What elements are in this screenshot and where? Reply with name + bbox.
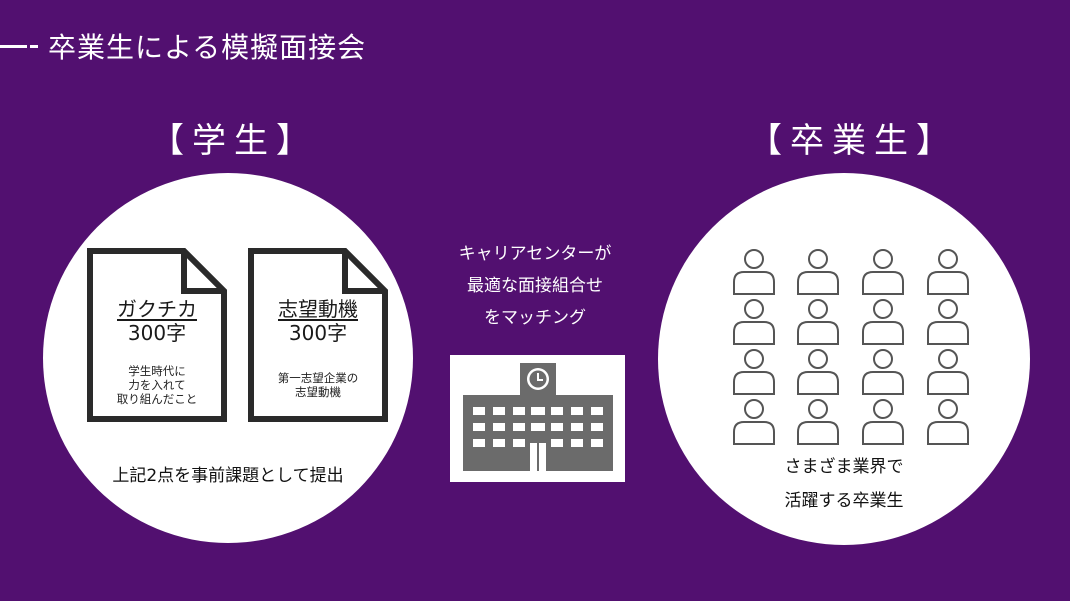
person-icon (733, 299, 775, 345)
document-description: 第一志望企業の 志望動機 (277, 371, 359, 399)
document-description: 学生時代に 力を入れて 取り組んだこと (116, 364, 198, 406)
title-dash-short (30, 45, 38, 48)
person-icon (797, 349, 839, 395)
person-icon (927, 349, 969, 395)
person-icon (862, 349, 904, 395)
person-icon (797, 399, 839, 445)
person-icon (927, 299, 969, 345)
document-icon (87, 248, 227, 422)
document-title: ガクチカ (117, 297, 197, 321)
person-icon (733, 349, 775, 395)
person-icon (733, 399, 775, 445)
page-title: 卒業生による模擬面接会 (48, 31, 367, 64)
document-title: 志望動機 (278, 297, 358, 321)
document-icon (248, 248, 388, 422)
document-count: 300字 (127, 321, 187, 345)
student-caption: 上記2点を事前課題として提出 (112, 466, 344, 486)
person-icon (797, 249, 839, 295)
student-heading: 【学生】 (150, 121, 318, 161)
document-count: 300字 (288, 321, 348, 345)
building-panel (450, 355, 625, 482)
person-icon (862, 299, 904, 345)
person-icon (862, 249, 904, 295)
person-icon (927, 399, 969, 445)
school-building-icon (463, 363, 613, 471)
student-circle: ガクチカ 300字 学生時代に 力を入れて 取り組んだこと 志望動機 300字 … (43, 173, 413, 543)
alumni-circle (658, 173, 1030, 545)
person-icon (927, 249, 969, 295)
person-icon (862, 399, 904, 445)
person-icon (733, 249, 775, 295)
person-icon (797, 299, 839, 345)
title-dash (0, 45, 27, 48)
matching-description: キャリアセンターが 最適な面接組合せ をマッチング (458, 244, 612, 328)
alumni-people-grid (733, 249, 969, 445)
alumni-heading: 【卒業生】 (748, 121, 958, 161)
alumni-caption: さまざま業界で 活躍する卒業生 (784, 457, 904, 511)
